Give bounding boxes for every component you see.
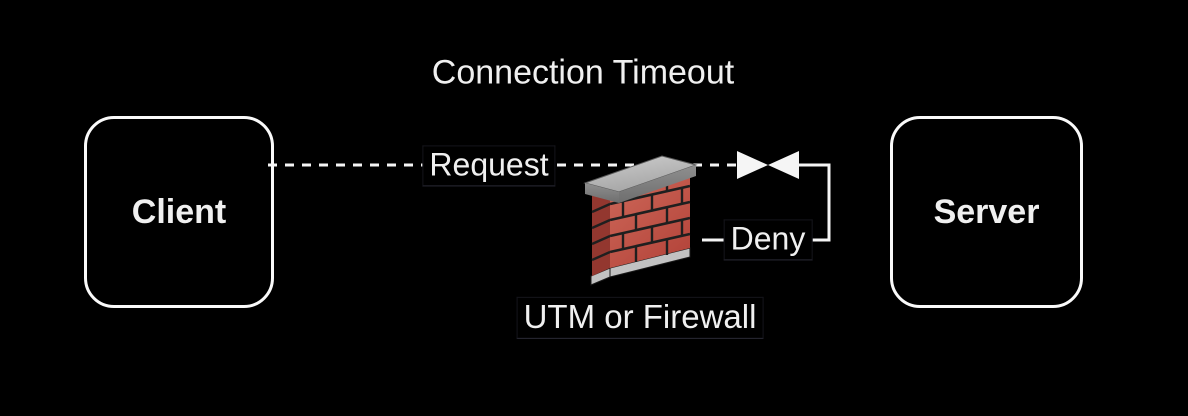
arrowhead-left-icon [768, 151, 799, 179]
firewall-label: UTM or Firewall [516, 296, 764, 340]
firewall-cap-skirt [619, 165, 696, 203]
mortar-joints [621, 175, 684, 262]
request-edge-label: Request [422, 145, 556, 187]
client-node-label: Client [131, 192, 227, 231]
mortar-line [591, 250, 611, 262]
arrowhead-right-icon [737, 151, 768, 179]
firewall-side-face [592, 188, 610, 276]
server-node: Server [890, 116, 1083, 308]
mortar-line [591, 202, 611, 214]
client-node: Client [84, 116, 274, 308]
server-node-label: Server [933, 192, 1040, 231]
deny-edge-line [799, 163, 831, 242]
deny-edge-label: Deny [723, 219, 813, 261]
brick-wall-firewall-icon [583, 155, 698, 286]
firewall-cap-skirt [585, 183, 619, 203]
mortar-line [591, 218, 611, 230]
mortar-line [591, 234, 611, 246]
diagram-title: Connection Timeout [431, 53, 735, 92]
